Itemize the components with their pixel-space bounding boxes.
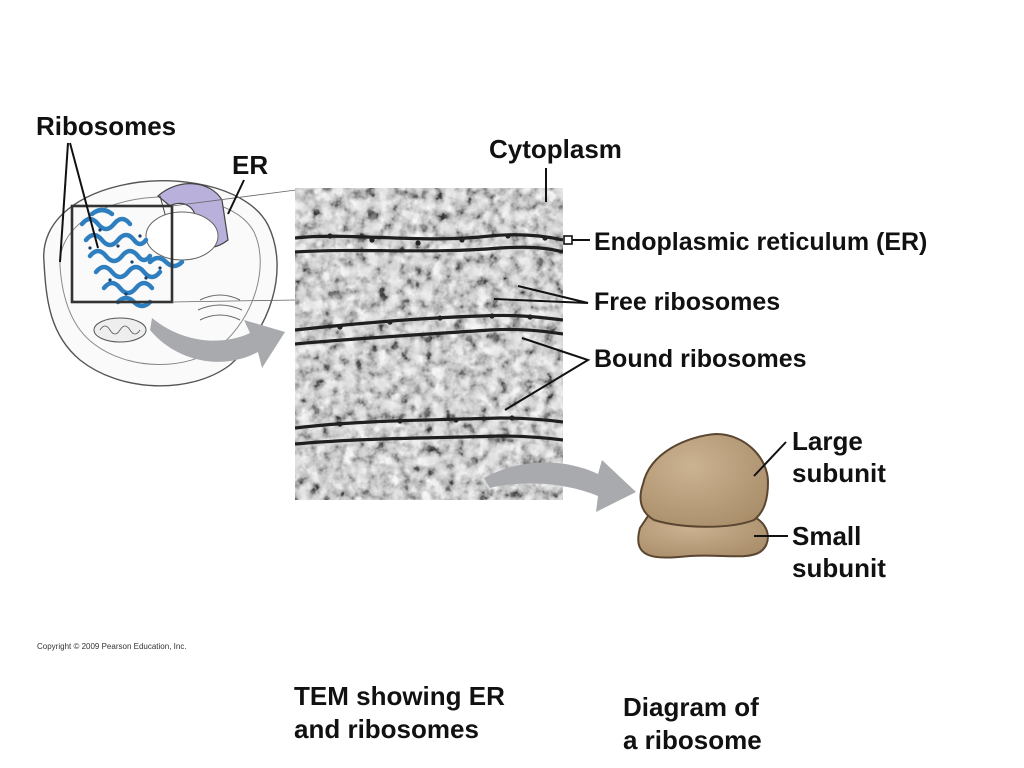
label-endoplasmic-reticulum: Endoplasmic reticulum (ER) — [594, 228, 928, 256]
caption-diagram-line1: Diagram of — [623, 692, 759, 722]
er-leader-line — [227, 179, 245, 215]
label-cytoplasm: Cytoplasm — [489, 134, 622, 164]
rough-er — [79, 207, 185, 309]
label-bound-ribosomes: Bound ribosomes — [594, 345, 807, 373]
caption-diagram: Diagram of a ribosome — [623, 691, 762, 756]
caption-diagram-line2: a ribosome — [623, 724, 762, 755]
caption-tem-line2: and ribosomes — [294, 713, 479, 744]
zoom-arrow-1 — [150, 318, 285, 368]
zoom-arrow-2 — [484, 460, 636, 512]
label-ribosomes: Ribosomes — [36, 111, 177, 141]
caption-tem-line1: TEM showing ER — [294, 681, 505, 711]
copyright-notice: Copyright © 2009 Pearson Education, Inc. — [37, 642, 187, 651]
label-small-subunit-line2: subunit — [792, 553, 886, 583]
label-large-subunit-line1: Large — [792, 426, 863, 456]
label-large-subunit-line2: subunit — [792, 458, 886, 488]
label-er: ER — [232, 150, 269, 180]
large-subunit-shape — [639, 432, 770, 528]
ribosomes-leader-lines — [59, 142, 99, 263]
ribosome-dots — [88, 228, 162, 296]
tem-leader-lines — [493, 168, 591, 411]
caption-tem: TEM showing ER and ribosomes — [294, 680, 505, 745]
label-free-ribosomes: Free ribosomes — [594, 288, 781, 316]
label-small-subunit-line1: Small — [792, 521, 862, 551]
tem-micrograph — [295, 188, 563, 500]
cell-illustration — [43, 179, 297, 387]
zoom-box — [70, 204, 174, 304]
ribosome-diagram — [637, 432, 788, 559]
